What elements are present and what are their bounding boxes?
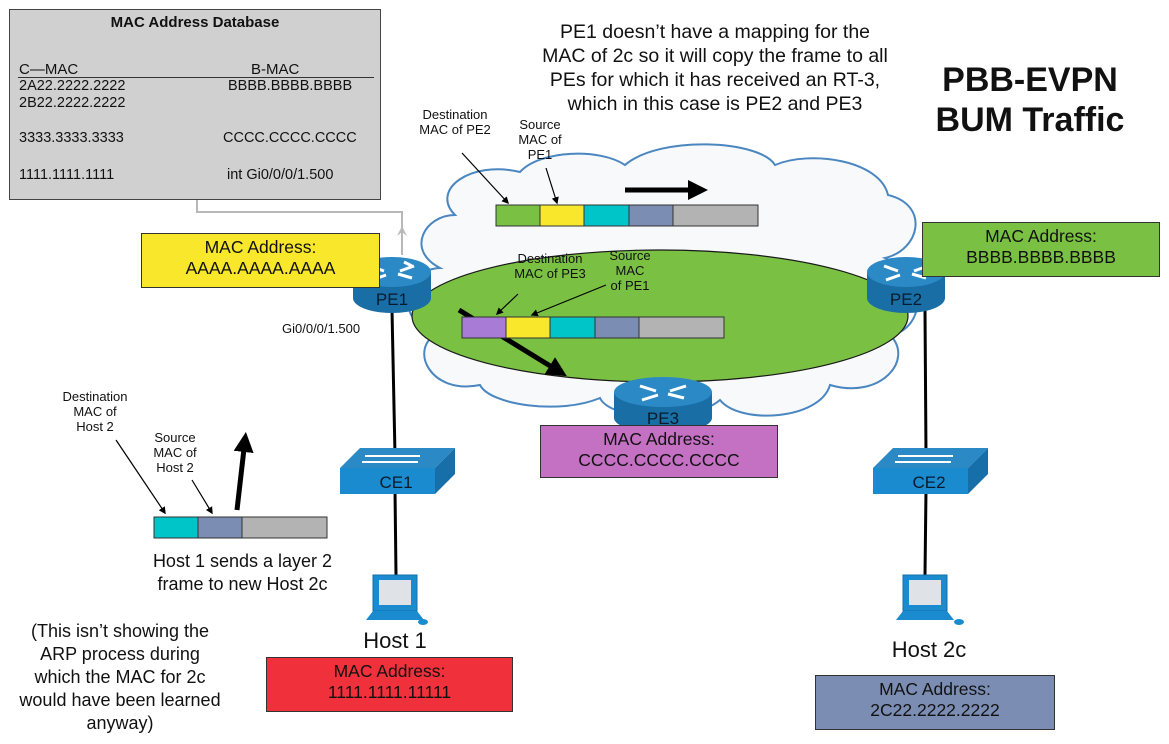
label-line: PE1 [527,147,553,162]
label-dest-mac-pe3: Destination MAC of PE3 [500,251,600,281]
note-line: which the MAC for 2c [34,667,206,687]
caption-line: Host 1 sends a layer 2 [152,551,333,571]
mac-box-value: AAAA.AAAA.AAAA [185,258,336,278]
arp-note: (This isn’t showing the ARP process duri… [0,620,240,735]
label-line: MAC of PE2 [419,122,491,137]
label-line: MAC of [153,445,197,460]
db-title: MAC Address Database [110,14,280,31]
link-ce2-host2c [923,489,928,576]
explanation-line: MAC of 2c so it will copy the frame to a… [542,45,888,67]
label-line: Destination [422,107,488,122]
mac-box-value: BBBB.BBBB.BBBB [966,247,1116,267]
label-dest-mac-host2: Destination MAC of Host 2 [50,389,140,434]
frame-to-pe3 [461,316,725,339]
core-ellipse [411,249,909,383]
label-line: Host 2 [76,419,114,434]
db-row-3-bmac: int Gi0/0/0/1.500 [227,167,334,183]
host-caption: Host 1 sends a layer 2 frame to new Host… [130,550,355,596]
pe1-mac-box: MAC Address: AAAA.AAAA.AAAA [141,233,380,288]
host-frame-arrow [233,432,254,511]
label-line: Destination [517,251,583,266]
note-line: (This isn’t showing the [30,621,210,641]
mac-box-label: MAC Address: [333,661,446,681]
label-src-mac-host2: Source MAC of Host 2 [145,430,205,475]
db-col-cmac: C—MAC [19,61,79,78]
caption-line: frame to new Host 2c [157,574,328,594]
db-col-bmac: B-MAC [251,61,300,78]
label-dest-mac-pe2: Destination MAC of PE2 [405,107,505,137]
explanation-text: PE1 doesn’t have a mapping for the MAC o… [505,20,925,116]
label-src-mac-pe1-a: Source MAC of PE1 [510,117,570,162]
db-row-3-cmac: 1111.1111.1111 [19,167,115,183]
host2c-mac-box: MAC Address: 2C22.2222.2222 [815,675,1055,730]
host1-computer-icon[interactable] [366,574,428,625]
host1-label: Host 1 [363,628,427,653]
mac-box-label: MAC Address: [204,237,317,257]
label-line: MAC of [73,404,117,419]
pe3-mac-box: MAC Address: CCCC.CCCC.CCCC [540,425,778,478]
title-line-2: BUM Traffic [935,101,1125,139]
frame-to-pe2 [495,204,759,227]
pe2-label: PE2 [889,290,923,309]
label-line: MAC [615,263,645,278]
db-row-2-bmac: CCCC.CCCC.CCCC [223,130,357,146]
label-src-mac-pe1-b: Source MAC of PE1 [600,248,660,293]
host2c-label: Host 2c [891,637,967,662]
db-row-2-cmac: 3333.3333.3333 [19,130,124,146]
mac-box-value: CCCC.CCCC.CCCC [578,450,740,470]
router-pe3-icon[interactable] [614,377,712,433]
db-row-0-bmac: BBBB.BBBB.BBBB [228,78,353,94]
label-line: Source [154,430,196,445]
label-line: MAC of [518,132,562,147]
pe1-interface-label: Gi0/0/0/1.500 [282,321,361,336]
label-line: Source [609,248,651,263]
note-line: would have been learned [19,690,221,710]
label-line: Source [519,117,561,132]
pe2-mac-box: MAC Address: BBBB.BBBB.BBBB [922,222,1160,277]
mac-box-value: 2C22.2222.2222 [870,700,1000,720]
mac-box-value: 1111.1111.11111 [327,682,452,702]
pe1-label: PE1 [375,290,409,309]
db-row-1-cmac: 2B22.2222.2222 [19,95,126,111]
label-line: Host 2 [156,460,194,475]
router-pe2-icon[interactable] [867,257,945,313]
link-ce1-host1 [393,489,398,576]
ce1-label: CE1 [379,473,413,492]
title-line-1: PBB-EVPN [942,61,1118,99]
db-header-divider [18,77,374,78]
host2c-computer-icon[interactable] [896,574,964,625]
label-line: Destination [62,389,128,404]
mac-box-label: MAC Address: [985,226,1097,246]
explanation-line: PE1 doesn’t have a mapping for the [559,21,871,43]
switch-ce1-icon[interactable] [340,448,455,494]
link-pe2-ce2 [923,309,928,456]
db-row-0-cmac: 2A22.2222.2222 [19,78,126,94]
host1-mac-box: MAC Address: 1111.1111.11111 [266,657,513,712]
label-line: of PE1 [610,278,650,293]
link-pe1-ce1 [390,309,397,456]
host-frame [153,516,328,539]
label-line: MAC of PE3 [514,266,586,281]
explanation-line: which in this case is PE2 and PE3 [567,93,863,115]
pe3-label: PE3 [646,409,680,428]
note-line: anyway) [86,713,154,733]
mac-box-label: MAC Address: [879,679,991,699]
diagram-title: PBB-EVPN BUM Traffic [925,60,1135,140]
mac-address-database: MAC Address Database C—MAC B-MAC 2A22.22… [9,9,381,200]
ce2-label: CE2 [912,473,946,492]
note-line: ARP process during [40,644,200,664]
mac-box-label: MAC Address: [603,429,715,449]
explanation-line: PEs for which it has received an RT-3, [549,69,881,91]
switch-ce2-icon[interactable] [873,448,988,494]
